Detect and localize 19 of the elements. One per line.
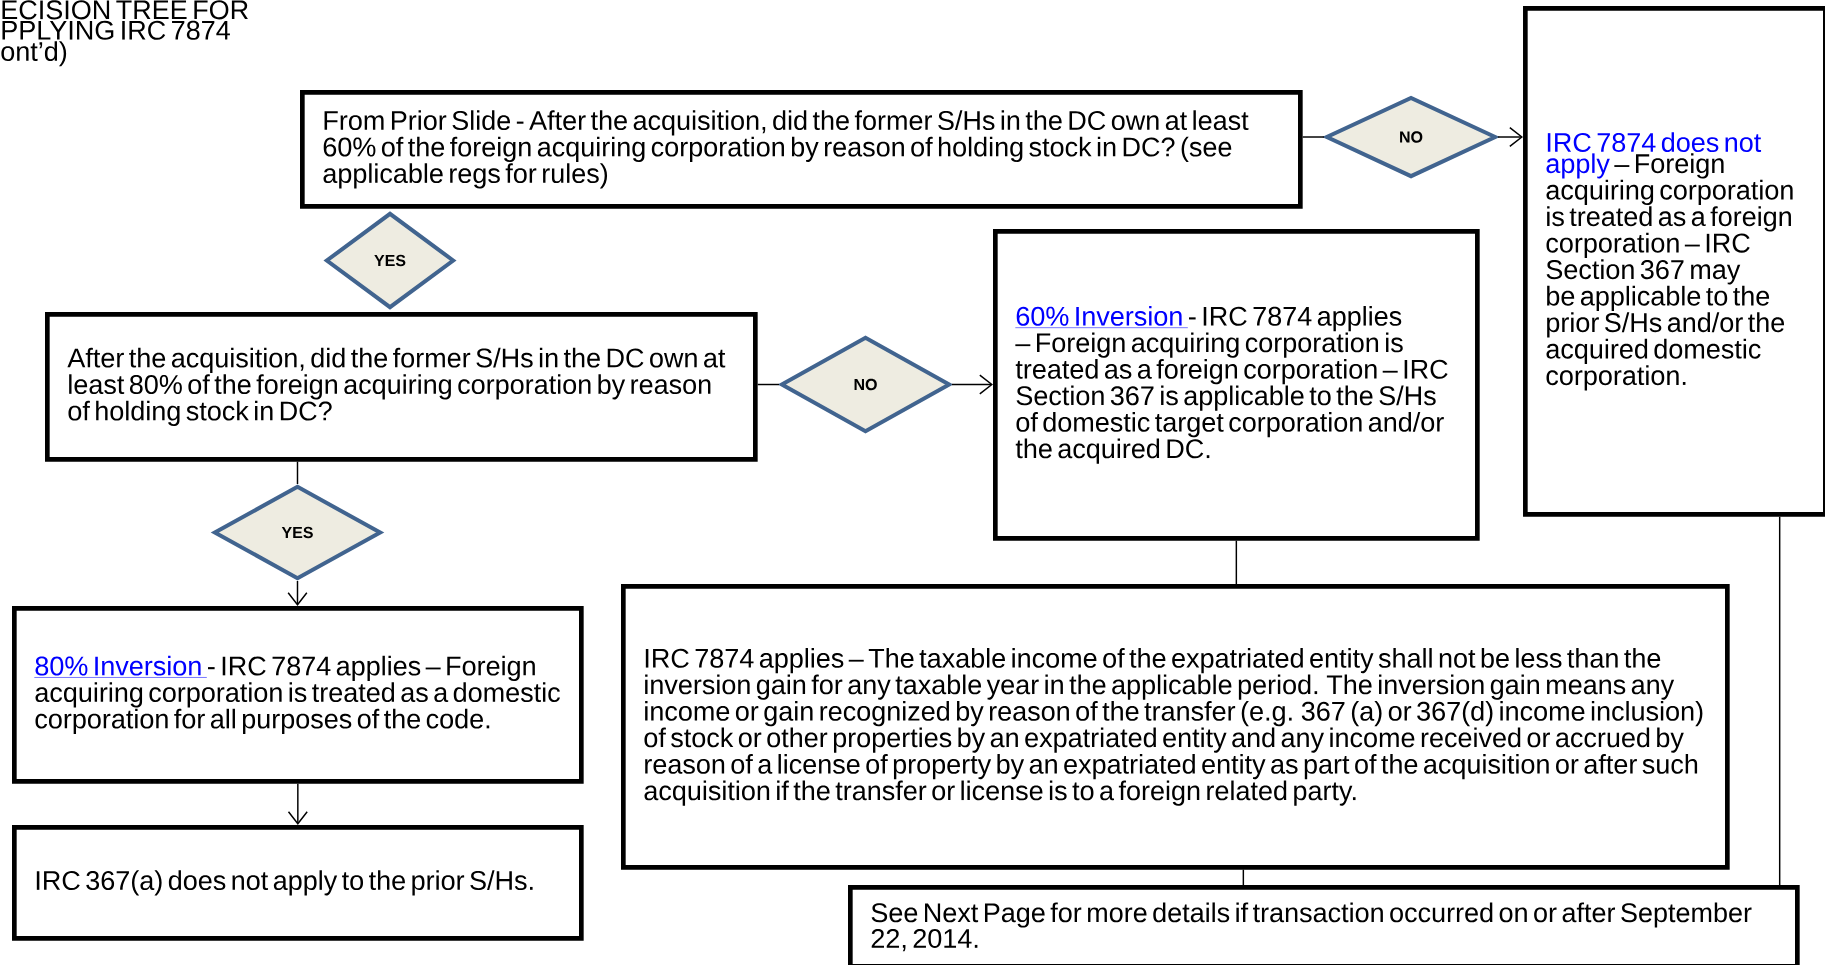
process-box: IRC 7874 applies – The taxable income of the expatriated entity shall not be less than the inversion gain for any taxable year in the applicable period. The inversion gain means any income or gain recognized by reason of the transfer (e.g. 367 (a) or 367(d) income inclusion) of stock or other properties by an expatriated entity and any income received or accrued by reason of a license of property by an expatriated entity as part of the acquisition or after such acquisition if the transfer or license is to a foreign related party. <box>621 584 1730 870</box>
arrow <box>287 782 308 825</box>
process-box: See Next Page for more details if transaction occurred on or after September 22, 2014. <box>848 885 1800 965</box>
connector-line <box>1242 868 1245 886</box>
connector-line <box>1778 515 1781 886</box>
connector-line <box>1235 539 1238 585</box>
process-box: IRC 7874 does not apply – Foreign acquiring corporation is treated as a foreign corporation – IRC Section 367 may be applicable to the prior S/Hs and/or the acquired domestic corporation. <box>1523 6 1825 517</box>
process-box: 80% Inversion - IRC 7874 applies – Foreign acquiring corporation is treated as a domestic corporation for all purposes of the code. <box>12 606 584 784</box>
title-text: ECISION TREE FOR PPLYING IRC 7874 ont’d) <box>1 0 248 67</box>
process-box: From Prior Slide - After the acquisition, did the former S/Hs in the DC own at least 60% of the foreign acquiring corporation by reason of holding stock in DC? (see applicable regs for rules) <box>300 90 1303 209</box>
process-box: After the acquisition, did the former S/Hs in the DC own at least 80% of the foreign acquiring corporation by reason of holding stock in DC? <box>45 312 758 462</box>
arrow <box>287 580 308 606</box>
process-box: IRC 367(a) does not apply to the prior S/Hs. <box>12 825 584 941</box>
arrow <box>1497 126 1523 148</box>
process-box: 60% Inversion - IRC 7874 applies – Foreign acquiring corporation is treated as a foreign corporation – IRC Section 367 is applicable to the S/Hs of domestic target corporation and/or the acquired DC. <box>993 229 1480 541</box>
connector-line <box>296 460 299 485</box>
arrow <box>951 374 993 395</box>
connector-line <box>1301 136 1325 138</box>
connector-line <box>756 383 780 386</box>
